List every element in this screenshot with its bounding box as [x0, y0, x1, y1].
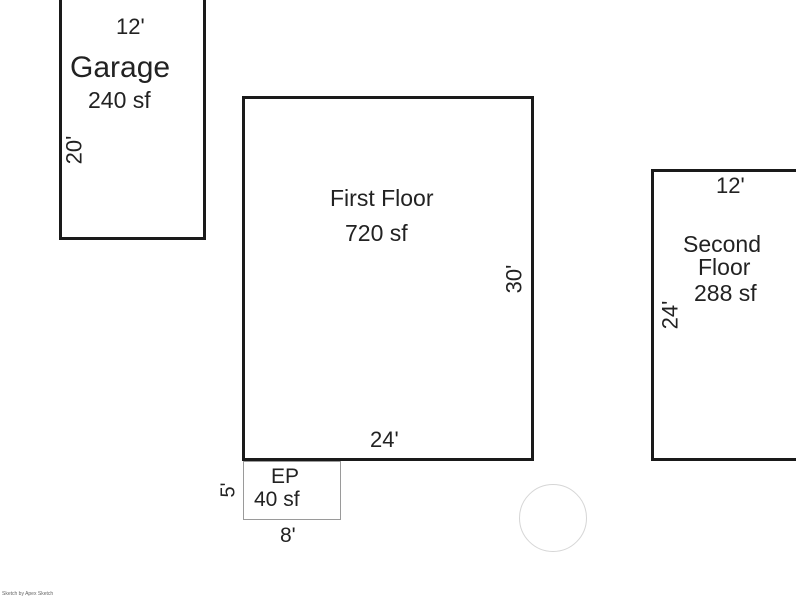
entry-porch-width-label: 8'	[280, 524, 296, 547]
second-floor-room	[651, 169, 796, 461]
second-floor-depth-label: 24'	[657, 300, 683, 330]
garage-width-label: 12'	[116, 14, 145, 39]
garage-room	[59, 0, 206, 240]
first-floor-width-label: 24'	[370, 427, 399, 452]
second-floor-name-line2: Floor	[698, 254, 751, 280]
first-floor-name-label: First Floor	[330, 185, 434, 211]
entry-porch-depth-label: 5'	[217, 482, 240, 498]
first-floor-room	[242, 96, 534, 461]
sketch-credit: Sketch by Apex Sketch	[2, 591, 54, 597]
faint-circle-watermark	[519, 484, 587, 552]
entry-porch-room	[243, 461, 341, 520]
second-floor-area-label: 288 sf	[694, 280, 757, 306]
second-floor-name-line1: Second	[683, 231, 762, 257]
first-floor-area-label: 720 sf	[345, 220, 408, 246]
garage-area-label: 240 sf	[88, 87, 151, 113]
second-floor-width-label: 12'	[716, 173, 745, 198]
garage-depth-label: 20'	[61, 135, 87, 165]
first-floor-depth-label: 30'	[501, 264, 527, 294]
entry-porch-area-label: 40 sf	[254, 488, 300, 511]
garage-name-label: Garage	[70, 51, 171, 84]
entry-porch-name-label: EP	[271, 465, 300, 488]
